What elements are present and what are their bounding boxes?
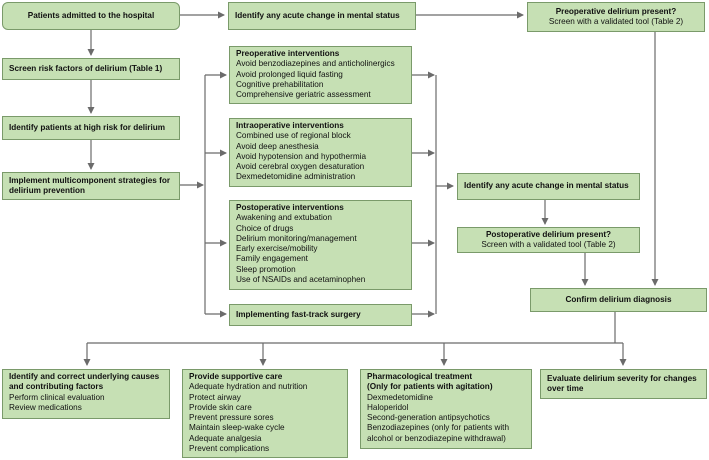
preop-item: Comprehensive geriatric assessment [236, 90, 371, 100]
confirm-diagnosis-label: Confirm delirium diagnosis [565, 294, 672, 304]
preop-item: Avoid prolonged liquid fasting [236, 69, 343, 79]
fast-track-label: Implementing fast-track surgery [236, 309, 361, 319]
pharmacological-item: Benzodiazepines (only for patients with [367, 423, 509, 433]
fast-track-node: Implementing fast-track surgery [229, 304, 412, 326]
identify-causes-item: Review medications [9, 402, 82, 412]
supportive-item: Prevent pressure sores [189, 413, 274, 423]
identify-change-mid-node: Identify any acute change in mental stat… [457, 173, 640, 200]
implement-line2: delirium prevention [9, 186, 85, 195]
supportive-care-node: Provide supportive care Adequate hydrati… [182, 369, 348, 458]
intraop-item: Dexmedetomidine administration [236, 172, 356, 182]
postop-item: Choice of drugs [236, 223, 294, 233]
evaluate-severity-node: Evaluate delirium severity for changes o… [540, 369, 707, 399]
implement-line1: Implement multicomponent strategies for [9, 175, 171, 185]
preop-interventions-title: Preoperative interventions [236, 49, 340, 58]
screen-risk-label: Screen risk factors of delirium (Table 1… [9, 63, 163, 73]
supportive-item: Adequate analgesia [189, 433, 262, 443]
preop-present-node: Preoperative delirium present? Screen wi… [527, 2, 705, 32]
postop-present-title: Postoperative delirium present? [485, 229, 612, 239]
pharmacological-item: alcohol or benzodiazepine withdrawal) [367, 433, 506, 443]
intraop-interventions-node: Intraoperative interventions Combined us… [229, 118, 412, 187]
pharmacological-node: Pharmacological treatment (Only for pati… [360, 369, 532, 449]
evaluate-severity-line1: Evaluate delirium severity for changes [547, 373, 697, 383]
confirm-diagnosis-node: Confirm delirium diagnosis [530, 288, 707, 312]
postop-item: Early exercise/mobility [236, 244, 318, 254]
supportive-item: Provide skin care [189, 402, 252, 412]
identify-causes-node: Identify and correct underlying causes a… [2, 369, 170, 419]
preop-interventions-node: Preoperative interventions Avoid benzodi… [229, 46, 412, 104]
intraop-item: Avoid cerebral oxygen desaturation [236, 162, 365, 172]
preop-present-title: Preoperative delirium present? [555, 6, 677, 16]
intraop-item: Avoid hypotension and hypothermia [236, 151, 367, 161]
supportive-item: Adequate hydration and nutrition [189, 382, 308, 392]
postop-item: Awakening and extubation [236, 213, 332, 223]
identify-change-top-node: Identify any acute change in mental stat… [228, 2, 416, 30]
postop-item: Use of NSAIDs and acetaminophen [236, 275, 366, 285]
pharmacological-title1: Pharmacological treatment [367, 372, 473, 381]
identify-high-risk-node: Identify patients at high risk for delir… [2, 116, 180, 140]
patients-admitted-label: Patients admitted to the hospital [27, 10, 155, 20]
identify-change-top-label: Identify any acute change in mental stat… [235, 10, 400, 20]
intraop-item: Combined use of regional block [236, 131, 351, 141]
supportive-item: Maintain sleep-wake cycle [189, 423, 285, 433]
identify-causes-title1: Identify and correct underlying causes [9, 372, 160, 381]
identify-causes-title2: and contributing factors [9, 382, 104, 392]
postop-interventions-node: Postoperative interventions Awakening an… [229, 200, 412, 290]
postop-interventions-title: Postoperative interventions [236, 203, 344, 212]
intraop-item: Avoid deep anesthesia [236, 141, 319, 151]
supportive-item: Prevent complications [189, 444, 270, 454]
postop-item: Family engagement [236, 254, 308, 264]
postop-present-sub: Screen with a validated tool (Table 2) [481, 240, 616, 249]
supportive-care-title: Provide supportive care [189, 372, 283, 381]
intraop-interventions-title: Intraoperative interventions [236, 121, 344, 130]
identify-causes-item: Perform clinical evaluation [9, 392, 105, 402]
preop-present-sub: Screen with a validated tool (Table 2) [548, 17, 684, 26]
postop-item: Delirium monitoring/management [236, 233, 357, 243]
postop-item: Sleep promotion [236, 264, 296, 274]
pharmacological-item: Dexmedetomidine [367, 392, 433, 402]
identify-change-mid-label: Identify any acute change in mental stat… [464, 181, 629, 191]
pharmacological-item: Haloperidol [367, 402, 409, 412]
preop-item: Avoid benzodiazepines and anticholinergi… [236, 59, 395, 69]
supportive-item: Protect airway [189, 392, 241, 402]
evaluate-severity-line2: over time [547, 384, 584, 393]
preop-item: Cognitive prehabilitation [236, 79, 324, 89]
patients-admitted-node: Patients admitted to the hospital [2, 2, 180, 30]
pharmacological-title2: (Only for patients with agitation) [367, 382, 493, 392]
pharmacological-item: Second-generation antipsychotics [367, 413, 490, 423]
identify-high-risk-label: Identify patients at high risk for delir… [9, 122, 166, 132]
implement-node: Implement multicomponent strategies for … [2, 172, 180, 200]
screen-risk-node: Screen risk factors of delirium (Table 1… [2, 58, 180, 80]
postop-present-node: Postoperative delirium present? Screen w… [457, 227, 640, 253]
